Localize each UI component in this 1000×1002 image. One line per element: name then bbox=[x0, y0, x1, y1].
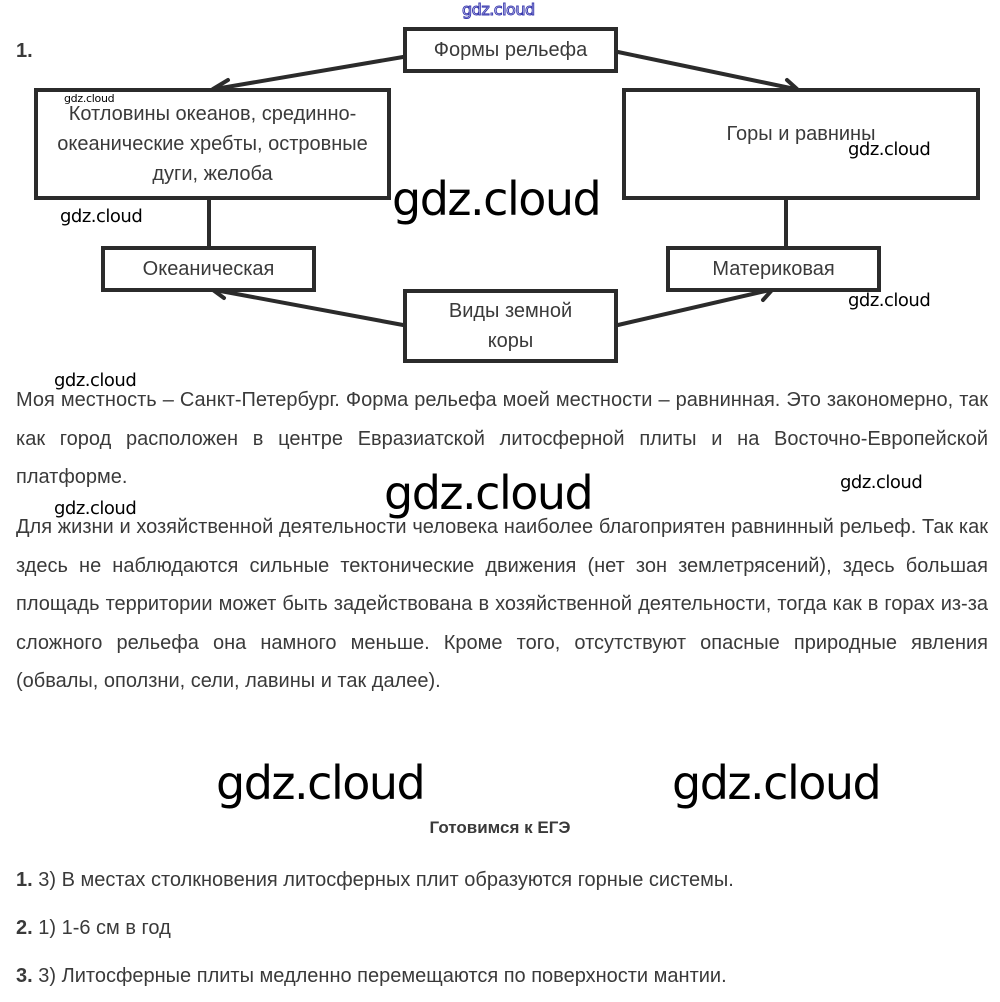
exam-answer-1: 1. 3) В местах столкновения литосферных … bbox=[16, 869, 734, 892]
answer-number: 1. bbox=[16, 869, 33, 891]
box-ocean-relief: Котловины океанов, срединно-океанические… bbox=[34, 88, 391, 200]
exam-heading: Готовимся к ЕГЭ bbox=[429, 818, 571, 837]
answer-text: 3) Литосферные плиты медленно перемещают… bbox=[32, 965, 727, 987]
answer-text: 1) 1-6 см в год bbox=[32, 917, 171, 939]
watermark: gdz.cloud bbox=[848, 290, 931, 311]
box-continental: Материковая bbox=[666, 246, 881, 292]
watermark: gdz.cloud bbox=[54, 370, 137, 391]
watermark: gdz.cloud bbox=[384, 466, 594, 520]
paragraph-locality: Моя местность – Санкт-Петербург. Форма р… bbox=[16, 389, 988, 488]
watermark: gdz.cloud bbox=[216, 756, 426, 810]
watermark: gdz.cloud bbox=[840, 472, 923, 493]
watermark: gdz.cloud bbox=[392, 172, 602, 226]
arrow-to-continental bbox=[616, 288, 772, 327]
box-crust-types: Виды земной коры bbox=[403, 289, 618, 363]
box-oceanic: Океаническая bbox=[101, 246, 316, 292]
watermark: gdz.cloud bbox=[462, 0, 536, 20]
arrow-to-continent-relief bbox=[616, 50, 797, 91]
watermark: gdz.cloud bbox=[848, 139, 931, 160]
arrow-to-ocean-relief bbox=[213, 55, 405, 91]
answer-text: 3) В местах столкновения литосферных пли… bbox=[32, 869, 734, 891]
task-number: 1. bbox=[16, 40, 33, 62]
exam-answer-2: 2. 1) 1-6 см в год bbox=[16, 917, 171, 940]
answer-number: 2. bbox=[16, 917, 33, 939]
watermark: gdz.cloud bbox=[64, 92, 115, 105]
watermark: gdz.cloud bbox=[54, 498, 137, 519]
exam-answer-3: 3. 3) Литосферные плиты медленно перемещ… bbox=[16, 965, 727, 988]
box-relief-forms: Формы рельефа bbox=[403, 27, 618, 73]
paragraph-favorable-relief: Для жизни и хозяйственной деятельности ч… bbox=[16, 516, 988, 692]
answer-number: 3. bbox=[16, 965, 33, 987]
arrow-to-oceanic bbox=[213, 288, 405, 327]
watermark: gdz.cloud bbox=[672, 756, 882, 810]
watermark: gdz.cloud bbox=[60, 206, 143, 227]
box-continent-relief: Горы и равнины bbox=[622, 88, 980, 200]
